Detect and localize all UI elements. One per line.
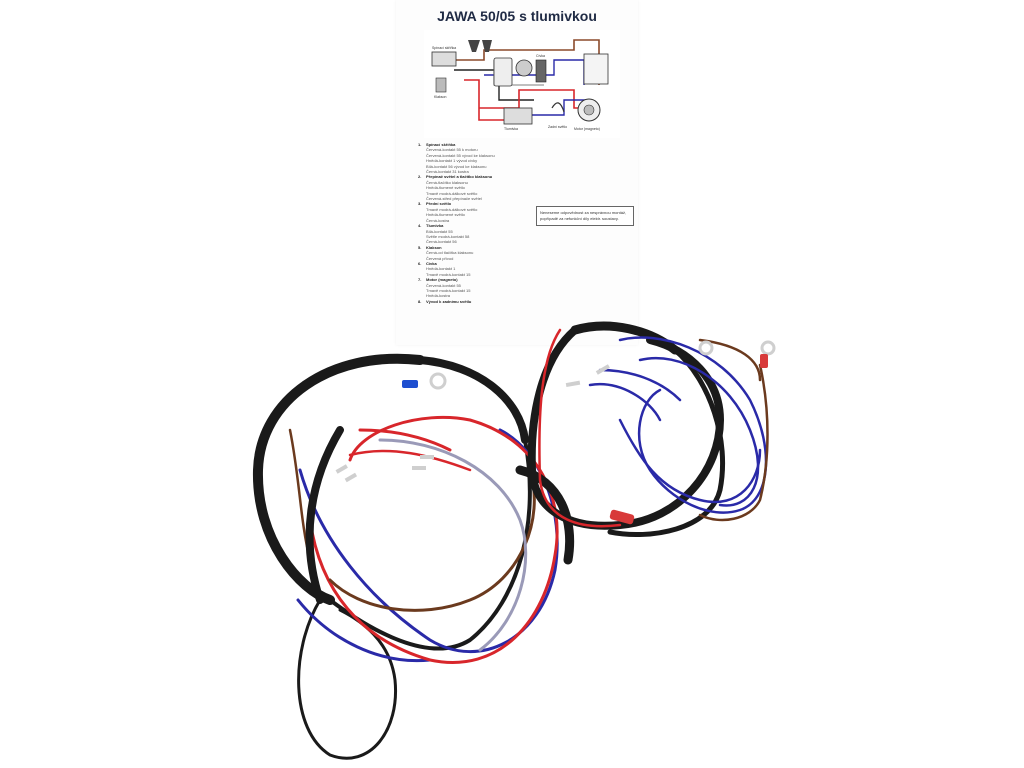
legend-line: Světle modrá-kontakt 58: [426, 233, 470, 239]
legend-line: Černá-od tlačítka klaksonu: [426, 250, 474, 256]
legend-line: Červená-kontakt 55 k motoru: [426, 147, 478, 153]
legend-line: Tmavě modrá-dálkové světlo: [426, 206, 478, 212]
legend-section-number: 4.: [418, 223, 422, 229]
right-terminals: [565, 340, 776, 525]
blue-terminal: [402, 380, 418, 388]
legend-line: Červená-kontakt 55: [426, 282, 461, 288]
legend-line: Černá-kontakt 31 kostra: [426, 169, 469, 175]
legend-section-head: 1. Spínací skříňka: [418, 142, 568, 147]
legend-section-title: Přední světlo: [426, 201, 452, 207]
legend-section-number: 8.: [418, 298, 422, 304]
left-harness-bundle: [252, 353, 575, 760]
legend-section-number: 5.: [418, 244, 422, 250]
legend-section-number: 3.: [418, 201, 422, 207]
legend-line: Tmavě modrá-kontakt 15: [426, 287, 471, 293]
legend-section-title: Motor (magneto): [426, 277, 458, 283]
legend-section-number: 7.: [418, 277, 422, 283]
label-rear-light: Zadní světlo: [548, 125, 567, 129]
red-spade-terminal: [609, 509, 635, 525]
ring-terminal: [429, 372, 447, 390]
legend-section-number: 6.: [418, 260, 422, 266]
label-motor: Motor (magneto): [574, 127, 600, 131]
instruction-sheet: JAWA 50/05 s tlumivkou Spínací skříňka K…: [396, 0, 638, 345]
legend-section-head: 3. Přední světlo: [418, 201, 568, 206]
sheet-title: JAWA 50/05 s tlumivkou: [437, 8, 597, 24]
legend-line: Bílá-kontakt 56 vývod ke klaksonu: [426, 163, 487, 169]
legend-line: Černá-kostra: [426, 217, 450, 223]
red-terminal: [760, 354, 768, 368]
ring-terminal: [698, 340, 714, 356]
legend-line: Hnědá-kontakt 1 vývod cívky: [426, 158, 478, 164]
legend-section-head: 4. Tlumivka: [418, 223, 568, 228]
legend-line: Bílá-kontakt 55: [426, 228, 453, 234]
legend-line: Červená přívod: [426, 255, 454, 261]
legend-line: Černá-kontakt 56: [426, 239, 457, 245]
legend-line: Hnědá-tlumené světlo: [426, 212, 465, 218]
label-switch-box: Spínací skříňka: [432, 46, 456, 50]
legend-line: Hnědá-tlumené světlo: [426, 185, 465, 191]
wiring-diagram: Spínací skříňka Klakson Tlumivka Cívka Z…: [424, 30, 620, 138]
legend-section-number: 2.: [418, 174, 422, 180]
legend-section-head: 7. Motor (magneto): [418, 277, 568, 282]
legend-section-title: Tlumivka: [426, 223, 444, 229]
legend-line: Červená-střed přepínače světel: [426, 196, 482, 202]
legend-section-title: Přepínač světel a tlačítko klaksonu: [426, 174, 493, 180]
legend-section-head: 6. Cívka: [418, 261, 568, 266]
right-harness-bundle: [527, 321, 769, 537]
label-horn: Klakson: [434, 95, 447, 99]
left-terminals: [335, 372, 447, 483]
disclaimer-note: Nenesemе odpovědnost za nesprávnou montá…: [536, 206, 634, 226]
legend-line: Tmavě modrá-dálkové světlo: [426, 190, 478, 196]
legend-section-head: 2. Přepínač světel a tlačítko klaksonu: [418, 174, 568, 179]
legend-line: Červená-kontakt 55 vývod ke klaksonu: [426, 152, 495, 158]
legend-section-head: 5. Klakson: [418, 245, 568, 250]
legend-section: 8. Vývod k zadnímu světlu: [418, 299, 568, 304]
legend-line: Hnědá-kontakt 1: [426, 266, 456, 272]
legend-section-head: 8. Vývod k zadnímu světlu: [418, 299, 568, 304]
legend-line: Hnědá-kostra: [426, 293, 451, 299]
label-choke: Tlumivka: [504, 127, 518, 131]
legend-section-title: Cívka: [426, 260, 437, 266]
legend-line: Černá-tlačítko klaksonu: [426, 179, 468, 185]
legend-section-number: 1.: [418, 142, 422, 147]
legend-section-title: Vývod k zadnímu světlu: [426, 298, 472, 304]
ring-terminal: [760, 340, 776, 356]
legend-section-title: Spínací skříňka: [426, 142, 456, 147]
label-coil: Cívka: [536, 54, 545, 58]
legend-section-title: Klakson: [426, 244, 442, 250]
legend-line: Tmavě modrá-kontakt 15: [426, 271, 471, 277]
